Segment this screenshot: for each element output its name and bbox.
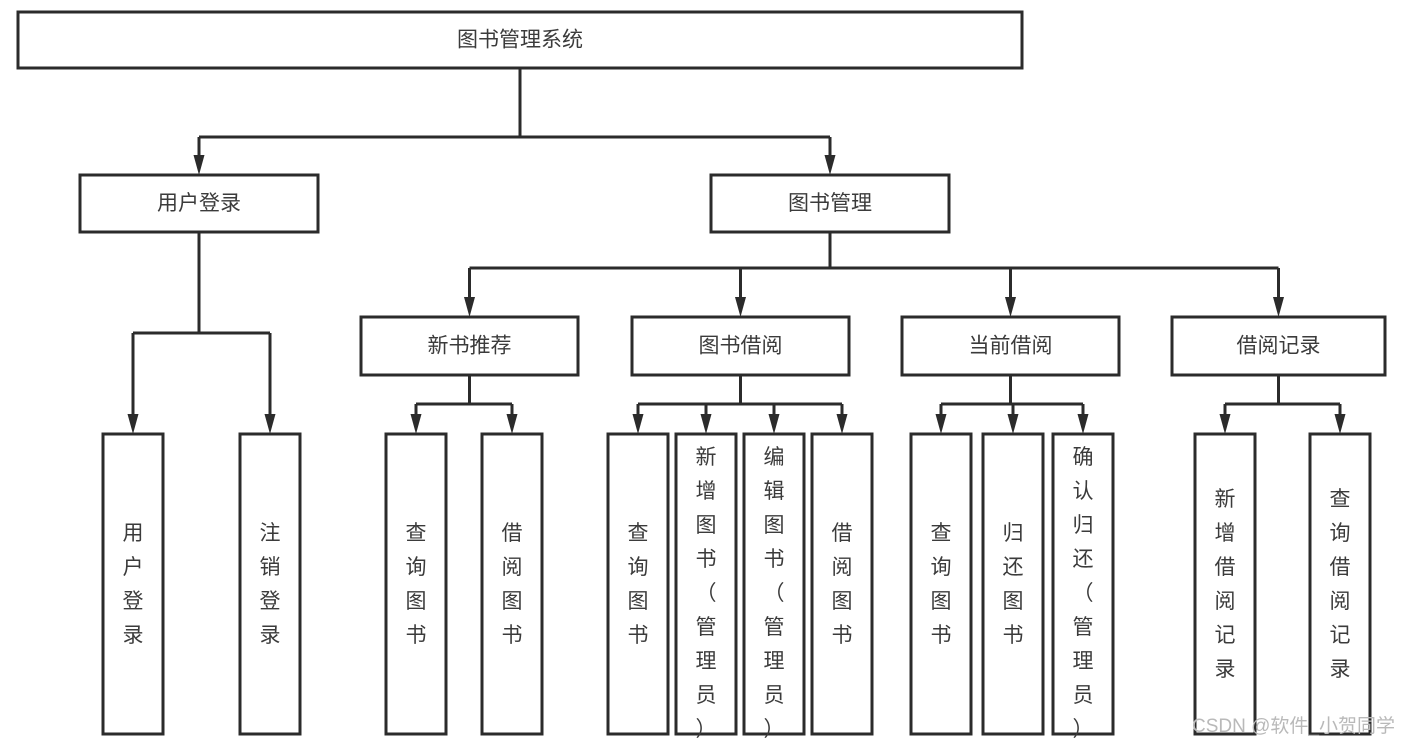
edge-recommend-to-leaves-arrowhead-1 <box>506 414 518 434</box>
edge-booklogin-to-leaves-arrowhead-1 <box>264 414 276 434</box>
node-box-leaf-add-book[interactable] <box>674 432 738 736</box>
node-label-current-borrow: 当前借阅 <box>969 335 1053 358</box>
node-label-borrow-record: 借阅记录 <box>1237 335 1321 358</box>
node-label-leaf-user-logout: 注销登录 <box>260 522 281 647</box>
node-label-user-login: 用户登录 <box>157 192 241 215</box>
edge-bookmanage-to-level3-arrowhead-3 <box>1273 297 1284 317</box>
node-leaf-borrow-book[interactable]: 借阅图书 <box>810 432 874 736</box>
node-label-leaf-query-book-current: 查询图书 <box>931 522 952 647</box>
edge-root-to-level2 <box>193 68 836 175</box>
node-label-root: 图书管理系统 <box>457 29 583 52</box>
node-leaf-add-borrow-record[interactable]: 新增借阅记录 <box>1193 432 1257 736</box>
node-box-new-book-recommend[interactable] <box>359 315 580 377</box>
node-box-leaf-query-book-borrow[interactable] <box>606 432 670 736</box>
node-leaf-query-book-rec[interactable]: 查询图书 <box>384 432 448 736</box>
node-leaf-borrow-book-rec[interactable]: 借阅图书 <box>480 432 544 736</box>
node-label-leaf-add-book: 新增图书（管理员） <box>696 446 717 741</box>
edges-layer <box>127 68 1346 434</box>
node-label-leaf-user-login: 用户登录 <box>123 522 144 647</box>
node-leaf-user-login[interactable]: 用户登录 <box>101 432 165 736</box>
node-box-leaf-query-borrow-record[interactable] <box>1308 432 1372 736</box>
node-box-leaf-confirm-return[interactable] <box>1051 432 1115 736</box>
edge-root-to-level2-arrowhead-0 <box>193 155 205 175</box>
edge-booklogin-to-leaves-arrowhead-0 <box>127 414 139 434</box>
node-box-leaf-add-borrow-record[interactable] <box>1193 432 1257 736</box>
node-leaf-edit-book[interactable]: 编辑图书（管理员） <box>742 432 806 741</box>
node-label-leaf-query-book-borrow: 查询图书 <box>628 522 649 647</box>
edge-record-to-leaves-arrowhead-0 <box>1219 414 1231 434</box>
node-leaf-add-book[interactable]: 新增图书（管理员） <box>674 432 738 741</box>
node-user-login[interactable]: 用户登录 <box>78 173 320 234</box>
node-label-leaf-confirm-return: 确认归还（管理员） <box>1073 446 1094 741</box>
node-leaf-confirm-return[interactable]: 确认归还（管理员） <box>1051 432 1115 741</box>
node-label-leaf-borrow-book-rec: 借阅图书 <box>502 522 523 647</box>
node-label-new-book-recommend: 新书推荐 <box>428 335 512 358</box>
node-label-leaf-return-book: 归还图书 <box>1003 522 1024 647</box>
edge-bookmanage-to-level3-arrowhead-1 <box>735 297 746 317</box>
node-box-user-login[interactable] <box>78 173 320 234</box>
node-book-borrow[interactable]: 图书借阅 <box>630 315 851 377</box>
node-label-leaf-query-book-rec: 查询图书 <box>406 522 427 647</box>
edge-recommend-to-leaves <box>410 375 518 434</box>
edge-recommend-to-leaves-arrowhead-0 <box>410 414 422 434</box>
edge-root-to-level2-arrowhead-1 <box>824 155 836 175</box>
node-borrow-record[interactable]: 借阅记录 <box>1170 315 1387 377</box>
edge-current-to-leaves-arrowhead-0 <box>935 414 947 434</box>
edge-current-to-leaves-arrowhead-2 <box>1077 414 1089 434</box>
node-current-borrow[interactable]: 当前借阅 <box>900 315 1121 377</box>
node-label-leaf-query-borrow-record: 查询借阅记录 <box>1330 488 1351 681</box>
edge-bookmanage-to-level3 <box>464 232 1284 317</box>
node-leaf-query-borrow-record[interactable]: 查询借阅记录 <box>1308 432 1372 736</box>
edge-borrow-to-leaves-arrowhead-3 <box>836 414 848 434</box>
edge-borrow-to-leaves <box>632 375 848 434</box>
edge-bookmanage-to-level3-arrowhead-2 <box>1005 297 1016 317</box>
node-label-leaf-add-borrow-record: 新增借阅记录 <box>1215 488 1236 681</box>
node-box-book-borrow[interactable] <box>630 315 851 377</box>
edge-current-to-leaves <box>935 375 1089 434</box>
node-label-book-manage: 图书管理 <box>788 192 872 215</box>
node-box-root[interactable] <box>16 10 1024 70</box>
node-label-book-borrow: 图书借阅 <box>699 335 783 358</box>
node-box-borrow-record[interactable] <box>1170 315 1387 377</box>
edge-current-to-leaves-arrowhead-1 <box>1007 414 1019 434</box>
nodes-layer: 图书管理系统用户登录图书管理新书推荐图书借阅当前借阅借阅记录用户登录注销登录查询… <box>16 10 1387 741</box>
node-box-leaf-return-book[interactable] <box>981 432 1045 736</box>
node-box-leaf-user-logout[interactable] <box>238 432 302 736</box>
node-box-leaf-borrow-book-rec[interactable] <box>480 432 544 736</box>
node-box-leaf-user-login[interactable] <box>101 432 165 736</box>
edge-record-to-leaves-arrowhead-1 <box>1334 414 1346 434</box>
edge-record-to-leaves <box>1219 375 1346 434</box>
node-leaf-query-book-current[interactable]: 查询图书 <box>909 432 973 736</box>
node-root[interactable]: 图书管理系统 <box>16 10 1024 70</box>
node-label-leaf-edit-book: 编辑图书（管理员） <box>764 446 785 741</box>
edge-borrow-to-leaves-arrowhead-0 <box>632 414 644 434</box>
node-leaf-query-book-borrow[interactable]: 查询图书 <box>606 432 670 736</box>
node-box-current-borrow[interactable] <box>900 315 1121 377</box>
node-leaf-return-book[interactable]: 归还图书 <box>981 432 1045 736</box>
csdn-watermark: CSDN @软件_小贺同学 <box>1192 715 1395 737</box>
node-box-leaf-borrow-book[interactable] <box>810 432 874 736</box>
edge-borrow-to-leaves-arrowhead-2 <box>768 414 780 434</box>
edge-booklogin-to-leaves <box>127 232 276 434</box>
node-book-manage[interactable]: 图书管理 <box>709 173 951 234</box>
node-box-leaf-query-book-current[interactable] <box>909 432 973 736</box>
node-box-book-manage[interactable] <box>709 173 951 234</box>
edge-borrow-to-leaves-arrowhead-1 <box>700 414 712 434</box>
edge-bookmanage-to-level3-arrowhead-0 <box>464 297 475 317</box>
node-box-leaf-edit-book[interactable] <box>742 432 806 736</box>
node-new-book-recommend[interactable]: 新书推荐 <box>359 315 580 377</box>
node-label-leaf-borrow-book: 借阅图书 <box>832 522 853 647</box>
node-leaf-user-logout[interactable]: 注销登录 <box>238 432 302 736</box>
node-box-leaf-query-book-rec[interactable] <box>384 432 448 736</box>
